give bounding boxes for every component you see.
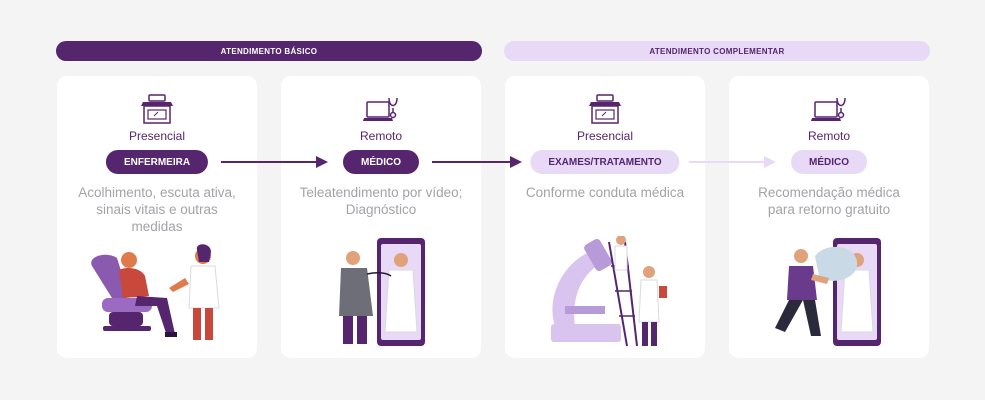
card-description: Recomendação médica para retorno gratuit… [758,185,900,217]
telemedicine-illustration [339,238,425,346]
card-enfermeira: Presencial ENFERMEIRA Acolhimento, escut… [57,76,257,358]
laptop-stethoscope-icon [363,97,398,121]
card-description: Teleatendimento por vídeo; Diagnóstico [299,185,463,217]
mode-label: Remoto [807,129,851,143]
clinic-building-icon [141,94,173,124]
badge-enfermeira: ENFERMEIRA [105,150,209,174]
band-atendimento-basico: ATENDIMENTO BÁSICO [56,41,482,61]
badge-medico: MÉDICO [343,150,419,174]
return-consultation-illustration [775,238,881,346]
mode-label: Presencial [576,129,634,143]
card-description: Acolhimento, escuta ativa, sinais vitais… [78,185,236,234]
microscope-lab-illustration [551,236,667,347]
mode-label: Remoto [359,129,403,143]
band-atendimento-complementar: ATENDIMENTO COMPLEMENTAR [504,41,930,61]
card-medico-remoto: Remoto MÉDICO Teleatendimento por vídeo;… [281,76,481,358]
card-exames-tratamento: Presencial EXAMES/TRATAMENTO Conforme co… [505,76,705,358]
nurse-patient-illustration [91,244,220,340]
badge-medico-retorno: MÉDICO [791,150,867,174]
card-description: Conforme conduta médica [525,185,685,200]
card-medico-retorno: Remoto MÉDICO Recomendação médica para r… [729,76,929,358]
laptop-stethoscope-icon [811,97,846,121]
badge-exames-tratamento: EXAMES/TRATAMENTO [530,150,680,174]
mode-label: Presencial [128,129,186,143]
clinic-building-icon [589,94,621,124]
